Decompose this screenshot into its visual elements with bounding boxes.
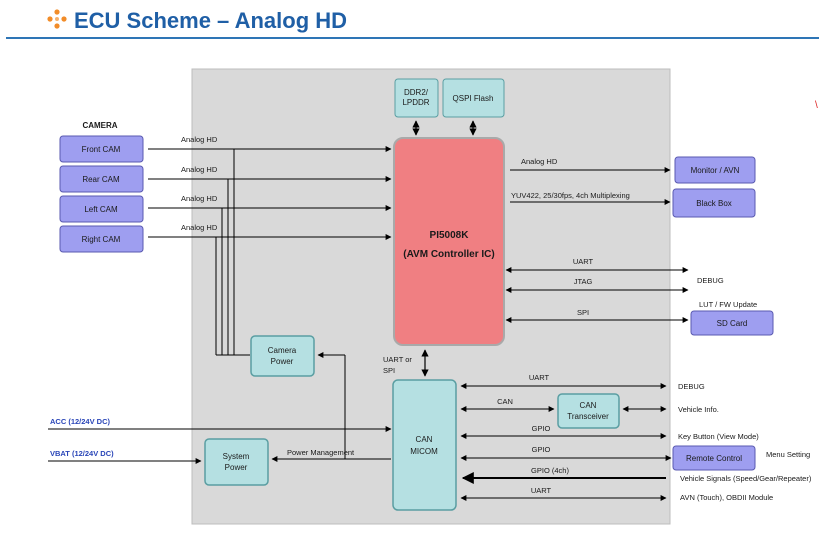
micom-gpio4ch-label: GPIO (4ch) [531,466,569,475]
svg-text:DDR2/: DDR2/ [404,88,429,97]
title-divider [6,37,819,39]
svg-text:CAN: CAN [580,401,597,410]
micom-debug-label: DEBUG [678,382,705,391]
svg-text:Power: Power [225,463,248,472]
svg-text:Left CAM: Left CAM [84,205,118,214]
vehicle-info-label: Vehicle Info. [678,405,719,414]
soc-uart-label: UART [573,257,594,266]
micom-gpio1-label: GPIO [532,424,551,433]
soc-spi-label: SPI [577,308,589,317]
can-transceiver-block: CAN Transceiver [557,393,620,429]
acc-input-label: ACC (12/24V DC) [50,417,111,426]
page-title-text: ECU Scheme – Analog HD [74,8,348,33]
svg-text:LPDDR: LPDDR [402,98,429,107]
key-button-label: Key Button (View Mode) [678,432,759,441]
dots-logo-icon [46,8,68,35]
ddr-block: DDR2/ LPDDR [394,78,439,118]
svg-text:PI5008K: PI5008K [430,230,470,241]
menu-setting-label: Menu Setting [766,450,810,459]
soc-jtag-label: JTAG [574,277,593,286]
svg-text:Black Box: Black Box [696,199,732,208]
camera-rear: Rear CAM [59,165,144,193]
lut-fw-label: LUT / FW Update [699,300,757,309]
yuv-label: YUV422, 25/30fps, 4ch Multiplexing [511,191,630,200]
svg-text:QSPI Flash: QSPI Flash [453,94,494,103]
remote-control-block: Remote Control [672,445,756,471]
micom-gpio2-label: GPIO [532,445,551,454]
camera-link-label-rear: Analog HD [181,165,218,174]
camera-link-label-left: Analog HD [181,194,218,203]
camera-right: Right CAM [59,225,144,253]
svg-text:MICOM: MICOM [410,447,438,456]
black-box-block: Black Box [672,188,756,218]
micom-block: CAN MICOM [392,379,457,511]
camera-link-label-front: Analog HD [181,135,218,144]
sd-card-block: SD Card [690,310,774,336]
camera-power-block: Camera Power [250,335,315,377]
vbat-input-label: VBAT (12/24V DC) [50,449,114,458]
svg-text:Right CAM: Right CAM [82,235,121,244]
soc-micom-link-label-2: SPI [383,366,395,375]
system-power-block: System Power [204,438,269,486]
power-management-label: Power Management [287,448,355,457]
avn-obd-label: AVN (Touch), OBDII Module [680,493,773,502]
soc-micom-link-label-1: UART or [383,355,412,364]
analog-hd-out-label: Analog HD [521,157,558,166]
svg-text:Remote Control: Remote Control [686,454,742,463]
monitor-avn-block: Monitor / AVN [674,156,756,184]
svg-text:Transceiver: Transceiver [567,412,609,421]
svg-text:CAN: CAN [416,435,433,444]
svg-text:SD Card: SD Card [717,319,748,328]
camera-left: Left CAM [59,195,144,223]
micom-uart2-label: UART [531,486,552,495]
svg-text:Front CAM: Front CAM [82,145,121,154]
micom-can-label: CAN [497,397,513,406]
svg-text:Camera: Camera [268,346,297,355]
camera-link-label-right: Analog HD [181,223,218,232]
camera-front: Front CAM [59,135,144,163]
page-title: ECU Scheme – Analog HD [46,6,347,36]
soc-block: PI5008K (AVM Controller IC) [393,137,505,346]
camera-header: CAMERA [82,121,117,130]
red-tick-mark: \ [815,100,818,111]
micom-uart1-label: UART [529,373,550,382]
vehicle-signals-label: Vehicle Signals (Speed/Gear/Repeater) [680,474,812,483]
svg-text:System: System [223,452,250,461]
svg-text:Monitor / AVN: Monitor / AVN [691,166,740,175]
svg-text:(AVM Controller IC): (AVM Controller IC) [403,249,494,260]
qspi-flash-block: QSPI Flash [442,78,505,118]
svg-text:Power: Power [271,357,294,366]
soc-debug-label: DEBUG [697,276,724,285]
svg-text:Rear CAM: Rear CAM [82,175,120,184]
